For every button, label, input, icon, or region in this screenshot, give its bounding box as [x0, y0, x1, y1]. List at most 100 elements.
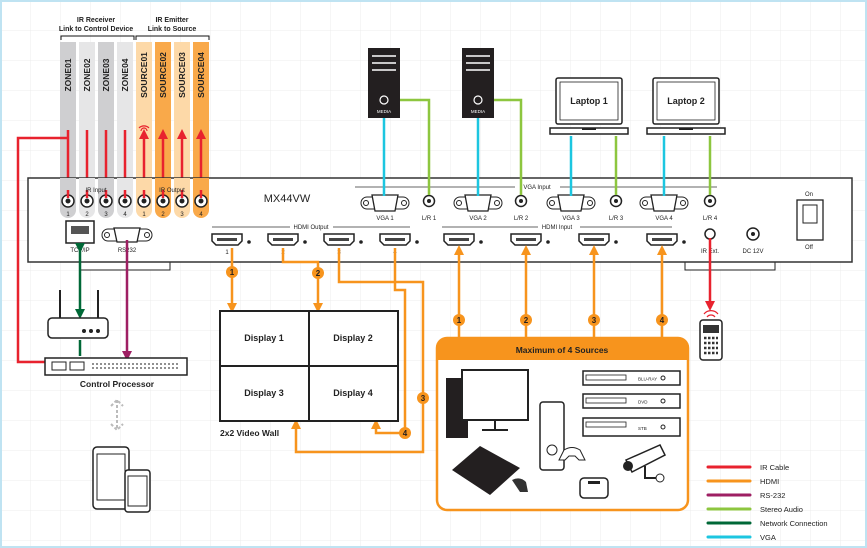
connection-marker-number: 3 [592, 316, 597, 325]
ir-emitter-bracket [135, 35, 210, 40]
hdmi-output-port[interactable] [379, 233, 411, 246]
vga-input-port[interactable] [360, 194, 410, 212]
indicator-led [359, 240, 363, 244]
audio-cable-2 [494, 98, 523, 195]
zone-label: ZONE04 [120, 58, 130, 91]
ir-receiver-bracket [60, 35, 135, 40]
media-label: MEDIA [471, 109, 485, 114]
hdmi-output-label: HDMI Output [293, 225, 328, 231]
indicator-led [303, 240, 307, 244]
connection-marker [417, 392, 429, 404]
device-foot-right [684, 261, 776, 271]
indicator-led [247, 240, 251, 244]
connection-marker-number: 2 [524, 316, 529, 325]
legend-label: HDMI [760, 477, 779, 486]
hdmi-port-number: 1 [225, 250, 229, 256]
zone-column [117, 42, 133, 217]
source-label: SOURCE03 [177, 52, 187, 98]
indicator-led [614, 240, 618, 244]
hdmi-output-port[interactable] [267, 233, 299, 246]
zone-label: ZONE03 [101, 58, 111, 91]
display-label: Display 3 [244, 388, 284, 398]
media-server-icon: MEDIA [368, 48, 400, 118]
hdmi-input-label: HDMI Input [542, 225, 573, 231]
source-label: SOURCE04 [196, 52, 206, 98]
legend-label: IR Cable [760, 463, 789, 472]
laptop-label: Laptop 2 [667, 96, 705, 106]
device-brand-label: DVD [638, 400, 648, 405]
ir-signal-icon [138, 125, 150, 132]
control-processor-label: Control Processor [80, 379, 155, 389]
port-pin [198, 198, 204, 204]
vga-input-port[interactable] [546, 194, 596, 212]
hdmi-input-port[interactable] [646, 233, 678, 246]
vga-port-label: VGA 4 [655, 216, 673, 222]
zone-column [60, 42, 76, 217]
apple-tv-icon [579, 477, 609, 499]
zone-column [98, 42, 114, 217]
hdmi-input-port[interactable] [578, 233, 610, 246]
media-label: MEDIA [377, 109, 391, 114]
ir-port-number: 3 [104, 212, 108, 218]
ir-port-number: 3 [180, 212, 184, 218]
port-pin [65, 198, 71, 204]
set-top-box-icon: STB [582, 417, 681, 437]
control-processor [44, 357, 188, 376]
indicator-led [479, 240, 483, 244]
legend-label: VGA [760, 533, 776, 542]
switch-off-label: Off [805, 245, 813, 251]
device-foot-left [79, 261, 171, 271]
hdmi-out-cable-2 [281, 248, 323, 313]
zone-label: ZONE02 [82, 58, 92, 91]
video-wall-label: 2x2 Video Wall [220, 428, 279, 438]
port-pin [614, 199, 618, 203]
connection-marker-number: 4 [403, 429, 408, 438]
laptop-icon [549, 77, 629, 135]
sources-box-header [437, 338, 688, 360]
ir-input-label: IR Input [85, 188, 106, 194]
hdmi-output-port[interactable] [323, 233, 355, 246]
ir-port-number: 1 [142, 212, 146, 218]
display-label: Display 2 [333, 333, 373, 343]
display-panel [219, 310, 310, 367]
audio-port-label: L/R 3 [609, 216, 624, 222]
tablet-icon [92, 446, 130, 510]
connection-marker-number: 1 [457, 316, 462, 325]
vga-input-port[interactable] [453, 194, 503, 212]
ir-receiver-title: IR Receiver [77, 17, 115, 24]
rs232-port[interactable] [101, 227, 153, 243]
port-pin [141, 198, 147, 204]
ir-receiver-subtitle: Link to Control Device [59, 26, 133, 33]
ir-ext-port[interactable] [704, 228, 716, 240]
audio-port-label: L/R 1 [422, 216, 437, 222]
ir-port-number: 4 [123, 212, 127, 218]
vga-input-port[interactable] [639, 194, 689, 212]
xbox-icon [539, 401, 586, 471]
connection-marker-number: 3 [421, 394, 426, 403]
hdmi-input-port[interactable] [443, 233, 475, 246]
ir-port-number: 2 [85, 212, 89, 218]
legend-label: Stereo Audio [760, 505, 803, 514]
port-pin [519, 199, 523, 203]
ir-output-label: IR Output [159, 188, 185, 194]
ir-remote-icon [699, 310, 723, 361]
source-label: SOURCE01 [139, 52, 149, 98]
hdmi-input-port[interactable] [510, 233, 542, 246]
hdmi-output-port[interactable] [211, 233, 243, 246]
indicator-led [682, 240, 686, 244]
connection-marker [312, 267, 324, 279]
display-label: Display 1 [244, 333, 284, 343]
port-pin [84, 198, 90, 204]
connection-marker [656, 314, 668, 326]
hdmi-out-cable-4 [371, 248, 407, 435]
display-panel [219, 365, 310, 422]
connection-marker [520, 314, 532, 326]
audio-port-label: L/R 2 [514, 216, 529, 222]
ir-port-number: 4 [199, 212, 203, 218]
port-pin [427, 199, 431, 203]
vga-port-label: VGA 3 [562, 216, 580, 222]
device-brand-label: STB [638, 426, 647, 431]
